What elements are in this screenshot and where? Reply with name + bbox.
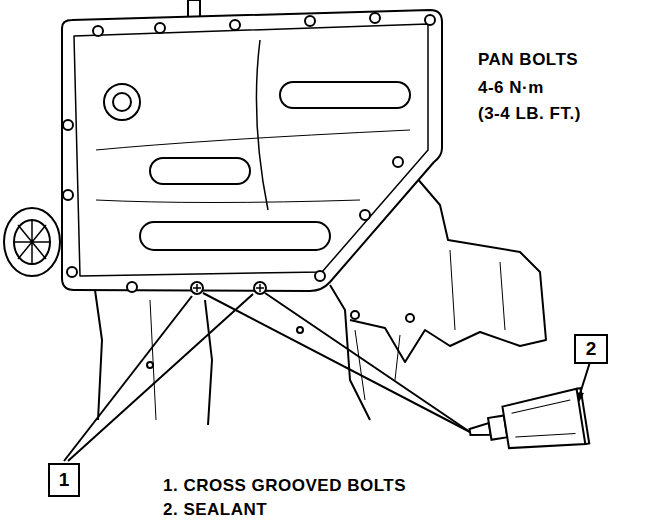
torque-spec: (3-4 LB. FT.): [478, 104, 581, 124]
callout-box: 2: [574, 334, 608, 364]
legend-note: 2. SEALANT: [163, 500, 267, 520]
callout-number: 2: [586, 338, 597, 360]
callout-number: 1: [59, 469, 70, 491]
callout-box: 1: [48, 463, 80, 497]
torque-spec: 4-6 N·m: [478, 78, 544, 98]
torque-spec: PAN BOLTS: [478, 50, 578, 70]
legend-note: 1. CROSS GROOVED BOLTS: [163, 476, 406, 496]
